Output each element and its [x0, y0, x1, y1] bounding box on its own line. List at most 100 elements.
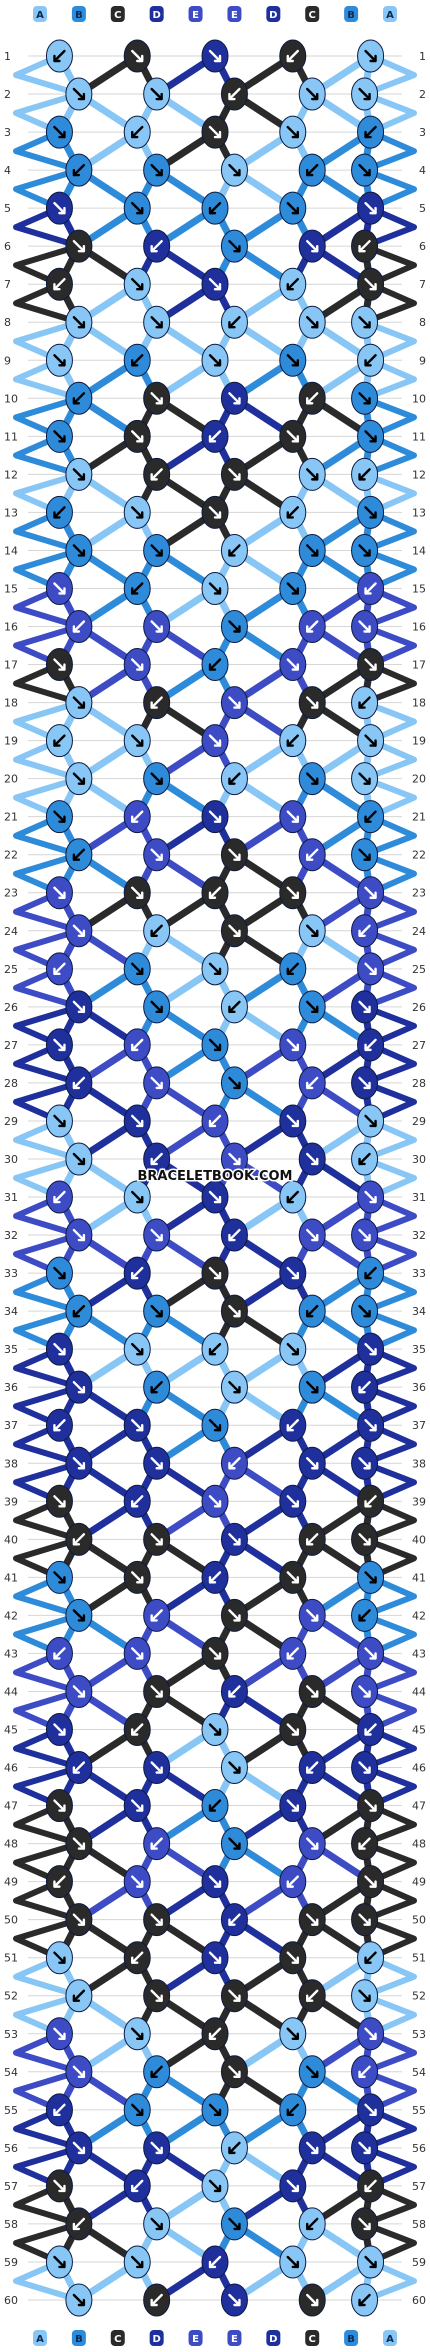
edge-thread-segment	[13, 1194, 80, 1238]
edge-thread-segment	[363, 1004, 417, 1048]
knot-arrow-icon	[208, 2255, 222, 2269]
knot-arrow-icon	[131, 278, 144, 291]
row-number-left: 15	[4, 582, 18, 595]
knot-arrow-icon	[364, 2179, 377, 2193]
knot-arrow-icon	[364, 886, 377, 899]
edge-thread-segment	[13, 319, 80, 364]
strand-tab	[110, 6, 125, 22]
knot-arrow-icon	[72, 1380, 86, 1394]
knot-arrow-icon	[364, 1342, 377, 1356]
strand-tab	[71, 2330, 86, 2346]
edge-thread-segment	[13, 699, 80, 744]
knot-arrow-icon	[208, 2027, 222, 2040]
knot-arrow-icon	[228, 924, 241, 937]
edge-thread-segment	[13, 1042, 80, 1086]
knot-arrow-icon	[150, 2065, 163, 2078]
knot-arrow-icon	[208, 1190, 222, 1204]
knot-arrow-icon	[358, 2065, 371, 2078]
knot-arrow-icon	[306, 2217, 319, 2231]
knot-arrow-icon	[306, 1304, 319, 1318]
edge-thread-segment	[13, 1384, 80, 1428]
knot-arrow-icon	[131, 1647, 144, 1660]
knot-arrow-icon	[131, 2103, 144, 2117]
edge-thread-segment	[363, 395, 417, 440]
edge-thread-segment	[363, 966, 417, 1010]
row-number-left: 35	[4, 1343, 18, 1356]
row-number-left: 1	[4, 50, 11, 63]
row-number-right: 20	[412, 773, 426, 786]
knot-arrow-icon	[131, 658, 144, 671]
knot-arrow-icon	[150, 772, 163, 785]
knot-arrow-icon	[131, 201, 144, 215]
knot-arrow-icon	[364, 1875, 377, 1888]
knot-arrow-icon	[53, 1266, 66, 1280]
knot-arrow-icon	[72, 2293, 86, 2307]
knot-arrow-icon	[306, 468, 319, 481]
knot-arrow-icon	[72, 163, 86, 177]
knot-arrow-icon	[72, 1304, 86, 1318]
knot-arrow-icon	[358, 1913, 371, 1926]
row-number-right: 3	[419, 126, 426, 139]
row-number-right: 4	[419, 164, 426, 177]
edge-thread-segment	[13, 1650, 80, 1695]
edge-thread-segment	[13, 243, 80, 287]
knot-arrow-icon	[306, 772, 319, 785]
watermark: BRACELETBOOK.COM	[138, 1169, 293, 1184]
row-number-right: 47	[412, 1800, 426, 1813]
edge-thread-segment	[363, 1346, 417, 1390]
row-number-left: 21	[4, 811, 18, 824]
row-number-left: 48	[4, 1838, 18, 1851]
row-number-left: 10	[4, 392, 18, 405]
row-number-right: 16	[412, 621, 426, 634]
knot-arrow-icon	[228, 468, 241, 481]
knot-arrow-icon	[150, 2217, 163, 2231]
row-number-left: 32	[4, 1229, 18, 1242]
knot-arrow-icon	[228, 1380, 241, 1394]
row-number-right: 56	[412, 2142, 426, 2155]
row-number-left: 59	[4, 2256, 18, 2269]
row-number-left: 11	[4, 430, 18, 443]
knot-arrow-icon	[150, 2293, 163, 2307]
knot-arrow-icon	[358, 2141, 371, 2155]
row-number-right: 7	[419, 278, 426, 291]
knot-arrow-icon	[228, 1609, 241, 1622]
row-number-right: 30	[412, 1153, 426, 1166]
row-number-right: 35	[412, 1343, 426, 1356]
knot-arrow-icon	[286, 2103, 299, 2117]
edge-thread-segment	[13, 1003, 80, 1048]
edge-thread-segment	[13, 1612, 80, 1657]
edge-thread-segment	[13, 1954, 80, 1999]
knot-arrow-icon	[306, 239, 319, 253]
knot-arrow-icon	[358, 848, 371, 861]
knot-arrow-icon	[72, 468, 86, 481]
strand-tab	[33, 6, 47, 22]
knot-arrow-icon	[131, 886, 144, 899]
row-number-left: 14	[4, 544, 18, 557]
knot-arrow-icon	[150, 2141, 163, 2155]
knot-arrow-icon	[131, 962, 144, 976]
edge-thread-segment	[13, 1992, 80, 2037]
row-number-right: 9	[419, 354, 426, 367]
knot-arrow-icon	[228, 1989, 241, 2002]
knot-arrow-icon	[150, 1761, 163, 1774]
knot-arrow-icon	[150, 239, 163, 253]
edge-thread-segment	[13, 205, 80, 250]
edge-thread-segment	[13, 1536, 80, 1581]
knot-arrow-icon	[53, 1571, 66, 1584]
knot-arrow-icon	[306, 1000, 319, 1014]
strand-label: A	[386, 2334, 394, 2345]
edge-thread-segment	[363, 129, 417, 173]
knot-arrow-icon	[131, 430, 144, 443]
row-number-right: 26	[412, 1001, 426, 1014]
knot-arrow-icon	[53, 810, 66, 823]
edge-thread-segment	[13, 1118, 80, 1162]
knot-arrow-icon	[306, 1913, 319, 1926]
edge-thread-segment	[13, 1840, 80, 1885]
knot-arrow-icon	[306, 2065, 319, 2078]
row-number-left: 26	[4, 1001, 18, 1014]
row-number-left: 5	[4, 202, 11, 215]
knot-arrow-icon	[306, 544, 319, 557]
strand-tab	[266, 2330, 281, 2346]
knot-arrow-icon	[150, 468, 163, 481]
edge-thread-segment	[363, 2068, 417, 2113]
